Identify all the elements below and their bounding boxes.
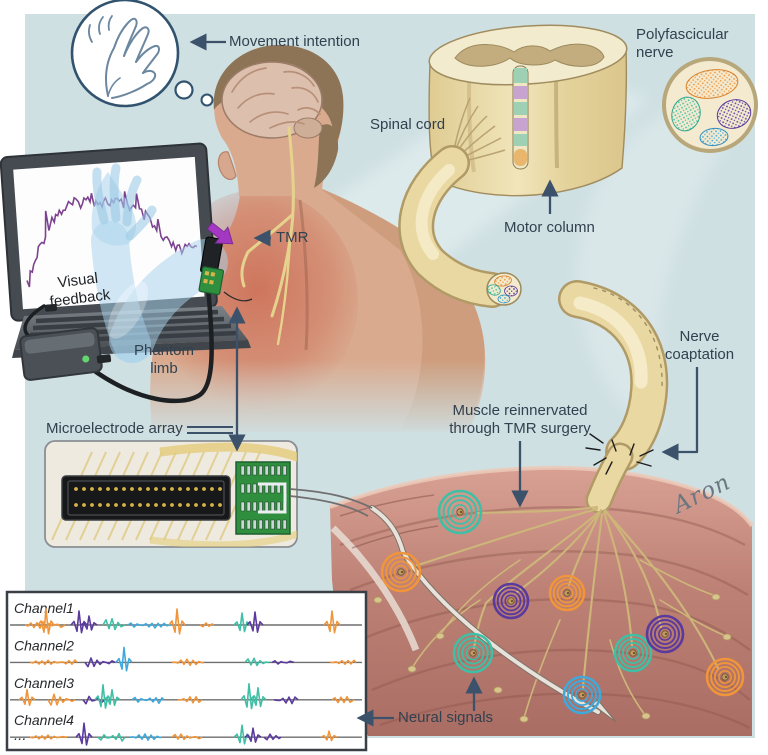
signal-burst bbox=[233, 612, 251, 633]
channel-row: Channel2 bbox=[10, 637, 362, 672]
neuromuscular-junctions bbox=[380, 489, 745, 715]
channel-row: Channel1 bbox=[10, 600, 362, 635]
signal-burst bbox=[75, 722, 93, 746]
signal-burst bbox=[271, 660, 295, 665]
signal-burst bbox=[29, 734, 68, 740]
annotation-arrows bbox=[187, 33, 699, 727]
neuromuscular-junction-spiral bbox=[705, 657, 745, 697]
signal-burst bbox=[263, 733, 282, 741]
brain-illustration bbox=[221, 61, 323, 139]
signal-burst bbox=[233, 724, 251, 745]
coaptation-sutures bbox=[585, 433, 654, 475]
nerve-coaptation-arrow bbox=[661, 367, 699, 461]
signal-burst bbox=[94, 684, 112, 709]
body-fade bbox=[140, 360, 540, 438]
channel-label: Channel4 bbox=[14, 712, 74, 728]
signal-burst bbox=[115, 646, 133, 672]
ear bbox=[217, 151, 237, 180]
imagined-hand-sketch bbox=[105, 17, 160, 99]
signal-burst bbox=[18, 689, 36, 707]
signal-burst bbox=[249, 687, 267, 708]
signal-burst bbox=[240, 683, 258, 710]
gray-matter-butterfly bbox=[454, 43, 605, 67]
signal-burst bbox=[70, 610, 88, 634]
muscle-illustration bbox=[329, 465, 754, 736]
signal-burst bbox=[131, 696, 165, 704]
nerve-endplates bbox=[373, 593, 732, 723]
connector-wire bbox=[223, 291, 253, 302]
laptop-port bbox=[44, 304, 58, 312]
electrode-connector bbox=[61, 475, 231, 521]
neuromuscular-junction-spiral bbox=[492, 582, 530, 620]
neuromuscular-junction-spiral bbox=[548, 574, 586, 612]
signal-burst bbox=[84, 657, 116, 668]
signal-burst bbox=[127, 622, 173, 629]
array-pcb bbox=[235, 461, 291, 535]
channel-label: Channel1 bbox=[14, 600, 74, 616]
array-wires bbox=[289, 488, 373, 517]
signal-burst bbox=[103, 689, 121, 707]
neuromuscular-junction-spiral bbox=[562, 675, 602, 715]
motion-arcs bbox=[88, 15, 113, 43]
polyfascicular-nerve-cross-section bbox=[662, 57, 758, 153]
motor-column-bar bbox=[512, 65, 529, 170]
hair bbox=[213, 44, 344, 150]
hair-nape bbox=[314, 124, 339, 188]
neuromuscular-junction-spiral bbox=[437, 489, 483, 535]
daq-led bbox=[82, 355, 90, 363]
signal-burst bbox=[323, 610, 341, 634]
signal-burst bbox=[246, 611, 264, 633]
distal-nerve bbox=[558, 280, 669, 514]
signal-burst bbox=[171, 733, 203, 741]
signal-burst bbox=[177, 696, 203, 704]
thought-bubble bbox=[70, 0, 214, 108]
signal-burst bbox=[331, 695, 355, 704]
neuromuscular-junction-spiral bbox=[452, 632, 494, 674]
channel-label: Channel3 bbox=[14, 675, 74, 691]
signal-burst bbox=[129, 733, 163, 741]
signal-burst bbox=[244, 657, 270, 667]
channel-row: Channel3 bbox=[10, 675, 362, 710]
signal-burst bbox=[329, 659, 357, 665]
neuromuscular-junction-spiral bbox=[645, 614, 685, 654]
signal-burst bbox=[37, 608, 55, 635]
signal-burst bbox=[320, 730, 338, 742]
proximal-nerve-cut-face bbox=[486, 272, 522, 306]
signal-burst bbox=[168, 608, 186, 635]
neuromuscular-junction-spiral bbox=[380, 551, 422, 593]
signal-burst bbox=[47, 693, 76, 706]
tendon-streak bbox=[330, 525, 420, 652]
spinal-cord-illustration bbox=[398, 24, 628, 308]
phantom-limb-illustration bbox=[91, 163, 228, 363]
signal-burst bbox=[29, 659, 78, 666]
electrode-pads bbox=[74, 487, 222, 507]
signal-burst bbox=[171, 658, 205, 667]
spine-shadow bbox=[298, 199, 309, 351]
signal-burst bbox=[80, 615, 98, 631]
microelectrode-array-illustration bbox=[44, 440, 373, 548]
daq-box bbox=[19, 327, 112, 381]
signal-burst bbox=[244, 727, 262, 743]
array-label-connector bbox=[187, 426, 233, 434]
channel-row: Channel4 bbox=[10, 712, 362, 746]
tmr-arrow-icon bbox=[206, 222, 234, 245]
neuromuscular-junction-spiral bbox=[613, 633, 653, 673]
muscle-highlight bbox=[329, 465, 754, 528]
shoulder-connector bbox=[198, 236, 225, 296]
signal-burst bbox=[102, 618, 126, 631]
signal-burst bbox=[273, 696, 299, 705]
signal-burst bbox=[199, 622, 215, 628]
signal-burst bbox=[97, 732, 126, 742]
connector-cable bbox=[93, 285, 214, 404]
proximal-nerve bbox=[398, 145, 510, 308]
channel-label: Channel2 bbox=[14, 637, 74, 653]
